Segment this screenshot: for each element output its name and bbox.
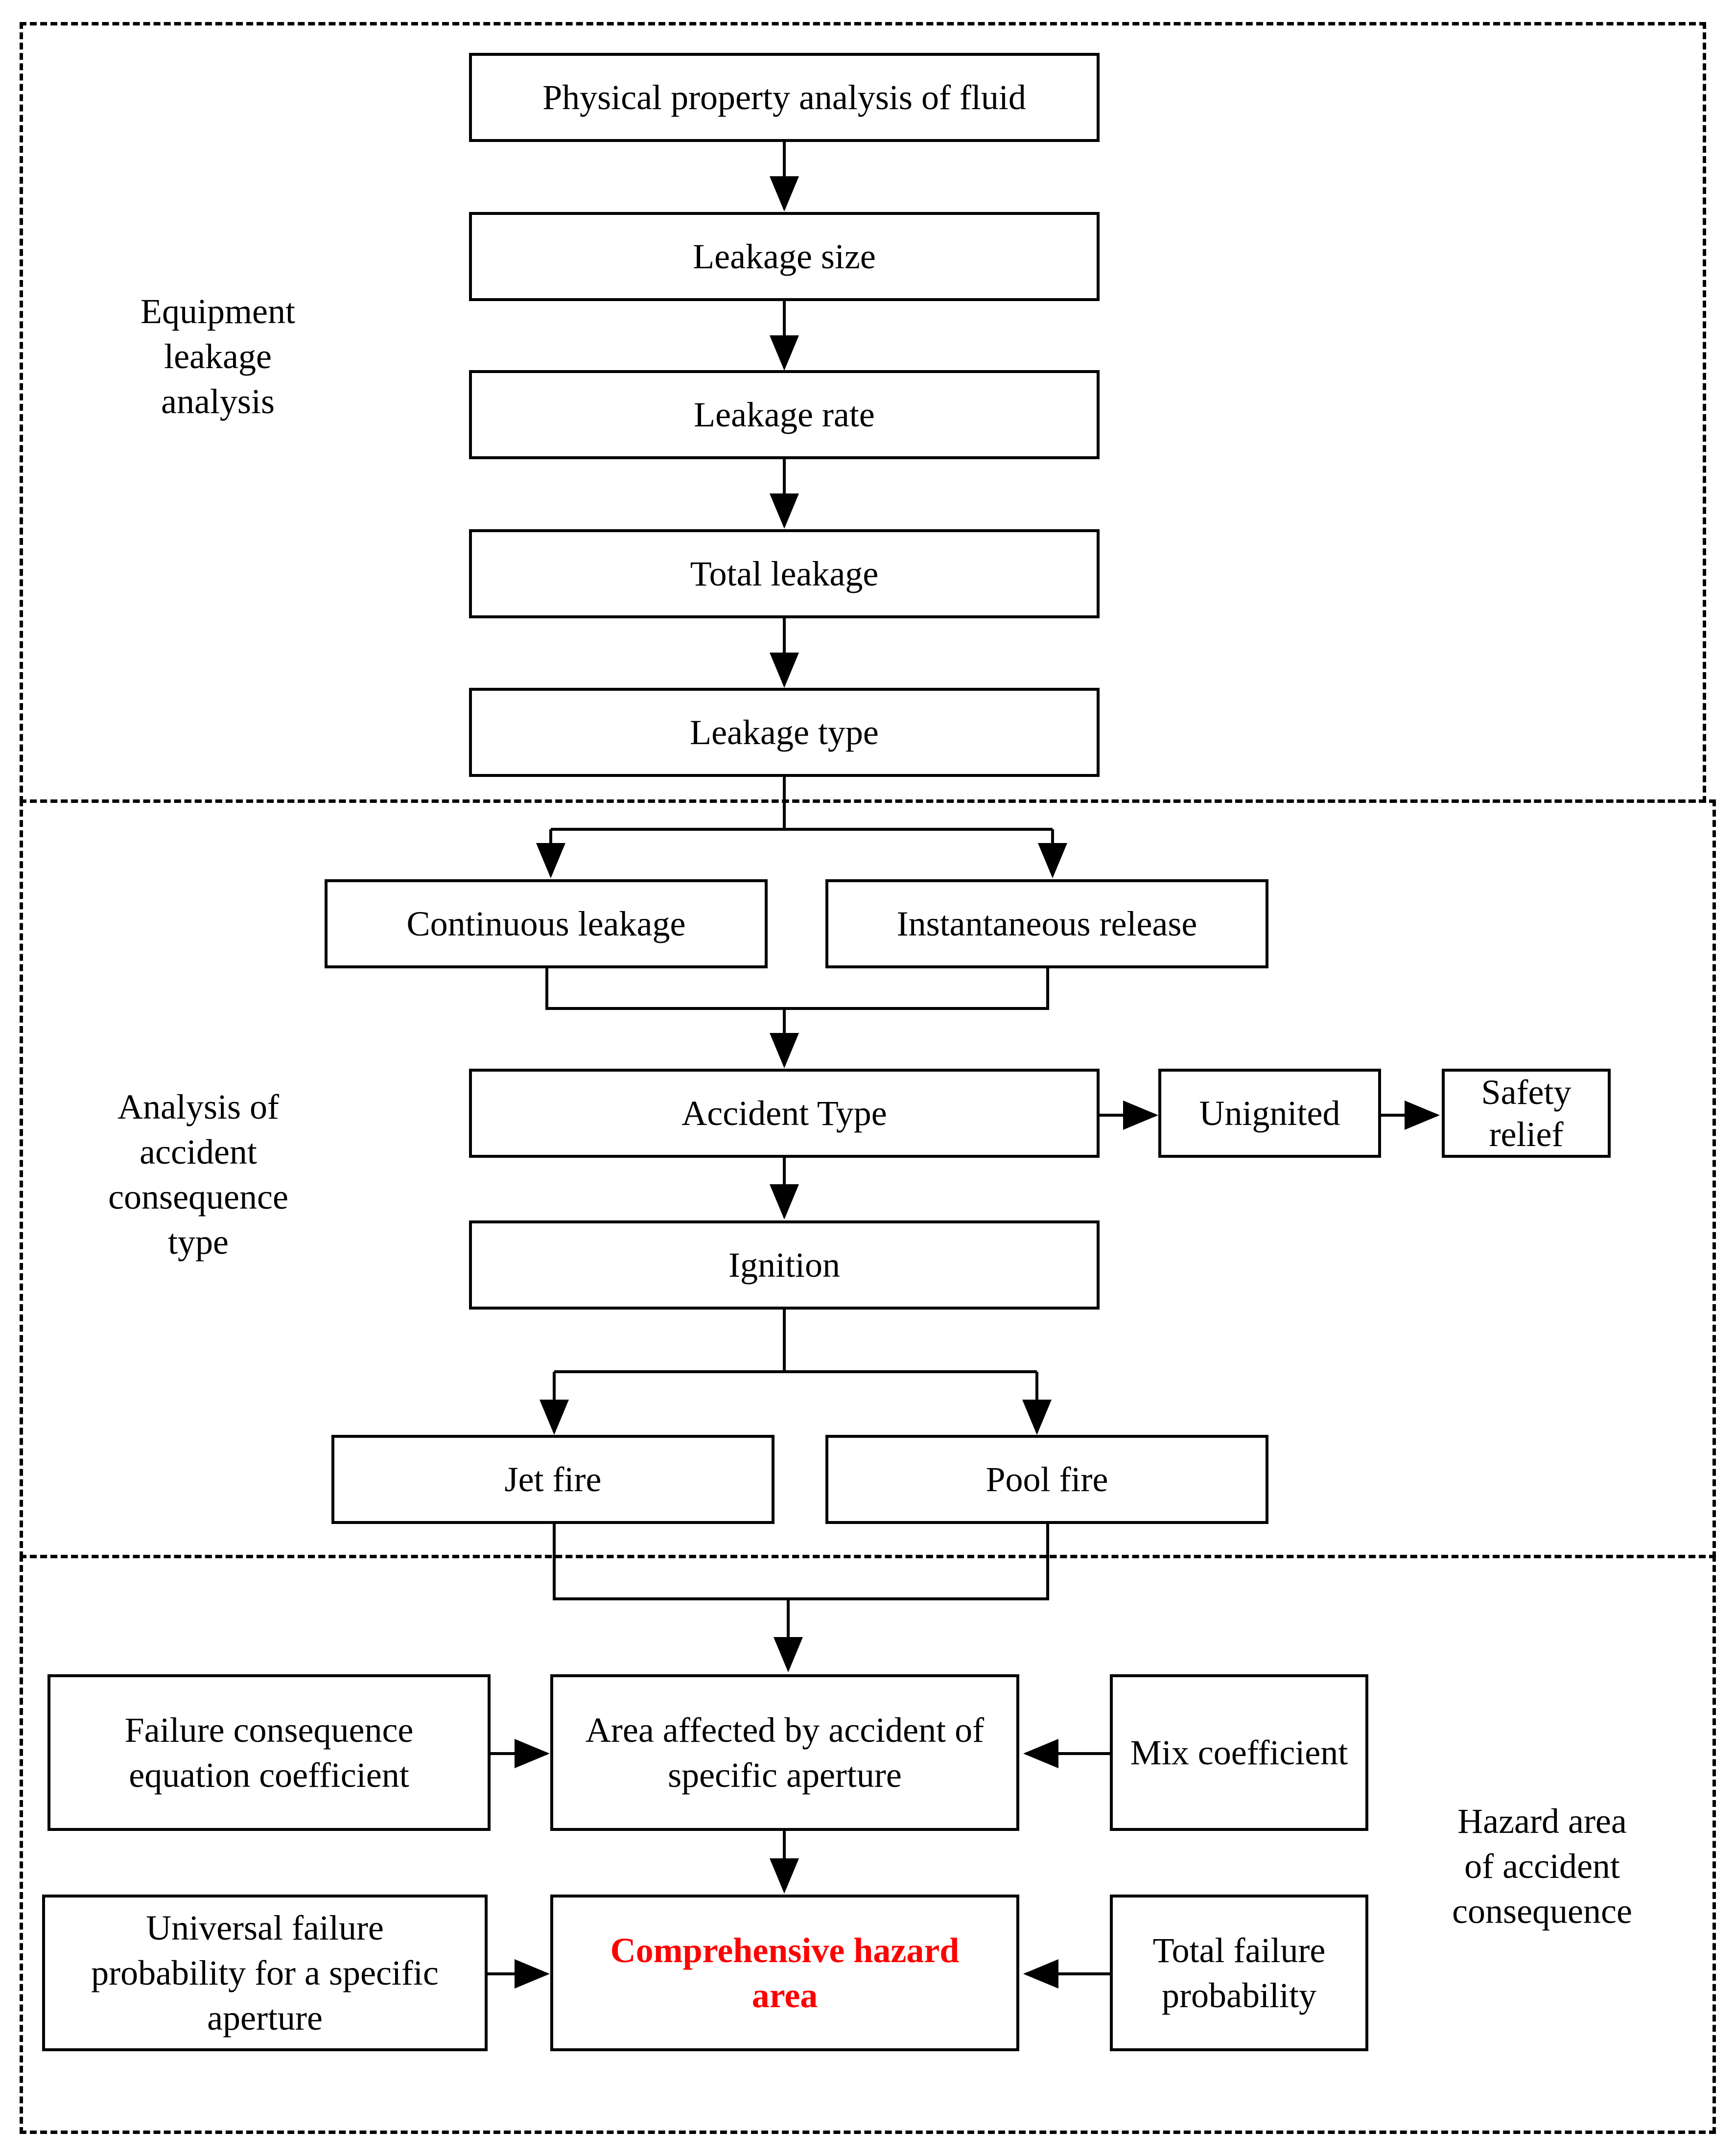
node-label: Leakage rate [694,395,875,434]
node-label: Leakage size [693,237,876,276]
node-mix-coefficient: Mix coefficient [1110,1674,1368,1831]
section-label-line: Hazard area [1457,1802,1627,1841]
node-label: Jet fire [504,1460,602,1499]
node-label: Accident Type [681,1094,887,1133]
node-label: Leakage type [690,713,879,752]
node-label: probability [1162,1976,1316,2015]
node-label: Comprehensive hazard [610,1931,960,1970]
section-label-equipment-leakage: Equipment leakage analysis [98,289,338,424]
node-leakage-type: Leakage type [469,688,1100,777]
node-label: Area affected by accident of [585,1710,985,1750]
node-label: probability for a specific [91,1953,439,1992]
section-label-line: consequence [108,1177,288,1217]
node-area-affected: Area affected by accident of specific ap… [550,1674,1019,1831]
node-label: Instantaneous release [896,904,1197,943]
node-label: Physical property analysis of fluid [542,78,1026,117]
node-safety-relief: Safety relief [1442,1069,1611,1158]
section-label-line: leakage [164,337,272,376]
node-label: Universal failure [146,1908,384,1947]
connector-merge-release [545,968,1049,1010]
node-physical-property: Physical property analysis of fluid [469,53,1100,142]
node-leakage-size: Leakage size [469,212,1100,301]
node-label: equation coefficient [129,1756,409,1795]
node-label: relief [1489,1115,1564,1154]
section-label-hazard-area: Hazard area of accident consequence [1415,1799,1669,1934]
node-jet-fire: Jet fire [331,1435,774,1524]
node-label: Continuous leakage [406,904,686,943]
node-total-failure-probability: Total failure probability [1110,1895,1368,2051]
section-label-accident-consequence-type: Analysis of accident consequence type [78,1084,318,1265]
node-leakage-rate: Leakage rate [469,370,1100,459]
node-label: area [751,1976,818,2015]
node-failure-consequence-coeff: Failure consequence equation coefficient [47,1674,491,1831]
node-continuous-leakage: Continuous leakage [325,879,768,968]
node-label: Total failure [1152,1931,1326,1970]
node-label: aperture [207,1998,323,2038]
section-label-line: of accident [1464,1847,1620,1886]
section-label-line: Equipment [141,292,295,331]
node-universal-failure-probability: Universal failure probability for a spec… [42,1895,488,2051]
connector-merge-fires [553,1524,1049,1600]
section-label-line: analysis [161,382,275,421]
node-unignited: Unignited [1158,1069,1381,1158]
node-label: Safety [1481,1073,1572,1112]
node-label: specific aperture [668,1756,902,1795]
node-pool-fire: Pool fire [825,1435,1268,1524]
node-instantaneous-release: Instantaneous release [825,879,1268,968]
node-label: Ignition [728,1245,840,1285]
node-comprehensive-hazard-area: Comprehensive hazard area [550,1895,1019,2051]
section-label-line: consequence [1452,1892,1632,1931]
node-label: Total leakage [690,554,879,593]
section-label-line: type [168,1222,229,1262]
node-label: Pool fire [985,1460,1108,1499]
node-accident-type: Accident Type [469,1069,1100,1158]
node-ignition: Ignition [469,1220,1100,1310]
node-label: Unignited [1199,1094,1340,1133]
node-total-leakage: Total leakage [469,529,1100,618]
section-label-line: accident [140,1132,257,1171]
section-label-line: Analysis of [117,1087,279,1126]
node-label: Mix coefficient [1130,1733,1348,1772]
section-border-hazard-area [20,1555,1716,2134]
node-label: Failure consequence [124,1710,414,1750]
